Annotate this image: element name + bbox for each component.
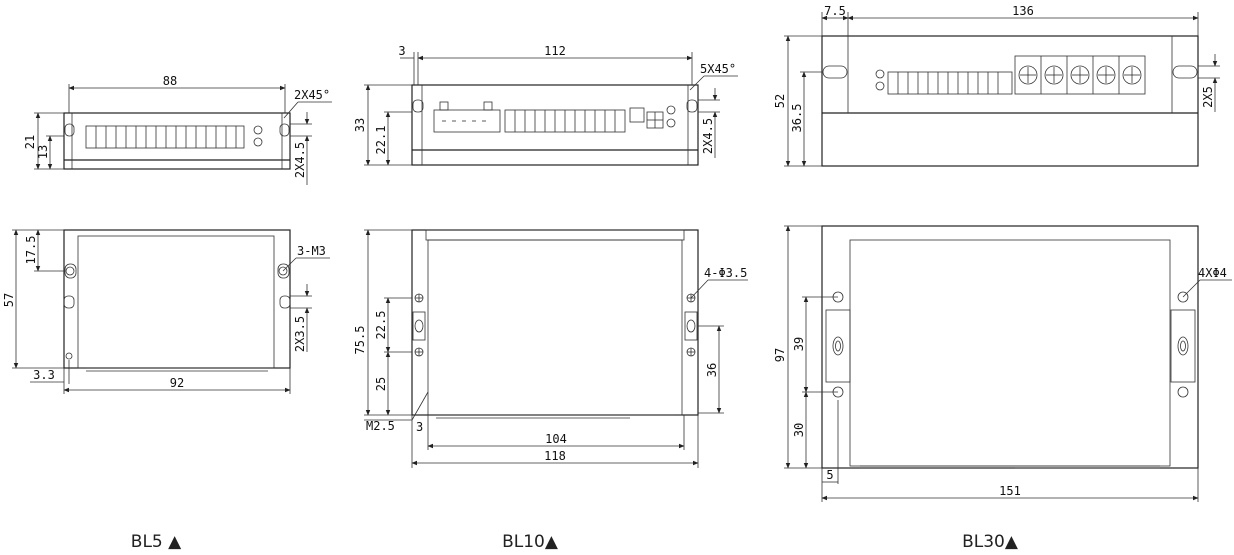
bl10-span-label: 36 xyxy=(705,363,719,377)
bl10-inner-label: 104 xyxy=(545,432,567,446)
bl5-slot-label: 2X4.5 xyxy=(293,142,307,178)
bl5-top-view: 57 17.5 3-M3 2X3.5 3.3 92 xyxy=(2,229,330,394)
bl30-length-label: 151 xyxy=(999,484,1021,498)
bl5-top-slot-label: 2X3.5 xyxy=(293,316,307,352)
bl10-thread-label: M2.5 xyxy=(366,419,395,433)
bl30-front-view: 7.5 136 52 36.5 2X5 xyxy=(773,4,1220,167)
bl10-front-view: 3 112 5X45° 33 22.1 2X4.5 xyxy=(353,44,738,166)
bl10-depth-label: 75.5 xyxy=(353,326,367,355)
bl10-edge-label: 3 xyxy=(398,44,405,58)
bl10-pitch-a-label: 22.5 xyxy=(374,311,388,340)
bl30-depth-label: 97 xyxy=(773,348,787,362)
bl10-caption: BL10▲ xyxy=(502,532,559,552)
bl5-thread-label: 3-M3 xyxy=(297,244,326,258)
bl10-height-label: 33 xyxy=(353,118,367,132)
bl30-hole-height-label: 36.5 xyxy=(790,104,804,133)
bl10-hole-label: 4-Φ3.5 xyxy=(704,266,747,280)
bl30-edge-label-top: 5 xyxy=(826,468,833,482)
bl10-width-label: 112 xyxy=(544,44,566,58)
bl10-chamfer-label: 5X45° xyxy=(700,62,736,76)
bl30-top-view: 97 39 30 4XΦ4 5 151 xyxy=(773,225,1232,502)
bl30-width-label: 136 xyxy=(1012,4,1034,18)
bl5-edge-label: 3.3 xyxy=(33,368,55,382)
bl30-hole-label: 4XΦ4 xyxy=(1198,266,1227,280)
bl30-caption: BL30▲ xyxy=(962,532,1019,552)
bl5-depth-label: 57 xyxy=(2,293,16,307)
bl5-length-label: 92 xyxy=(170,376,184,390)
bl5-width-label: 88 xyxy=(163,74,177,88)
bl10-length-label: 118 xyxy=(544,449,566,463)
bl10-slot-label: 2X4.5 xyxy=(701,118,715,154)
bl10-top-edge-label: 3 xyxy=(416,420,423,434)
bl30-height-label: 52 xyxy=(773,94,787,108)
bl30-pitch-b-label: 30 xyxy=(792,423,806,437)
bl5-chamfer-label: 2X45° xyxy=(294,88,330,102)
bl30-edge-label: 7.5 xyxy=(824,4,846,18)
bl5-front-view: 88 2X45° 21 13 2X4.5 xyxy=(23,74,332,185)
bl5-offset-label: 17.5 xyxy=(24,236,38,265)
bl30-slot-label: 2X5 xyxy=(1201,86,1215,108)
bl5-hole-height-label: 13 xyxy=(36,145,50,159)
bl10-pitch-b-label: 25 xyxy=(374,377,388,391)
bl5-caption: BL5 ▲ xyxy=(131,532,182,552)
bl30-pitch-a-label: 39 xyxy=(792,337,806,351)
bl5-height-label: 21 xyxy=(23,135,37,149)
bl10-top-view: 75.5 22.5 25 M2.5 3 4-Φ3.5 36 104 118 xyxy=(353,229,748,468)
bl10-hole-height-label: 22.1 xyxy=(374,126,388,155)
